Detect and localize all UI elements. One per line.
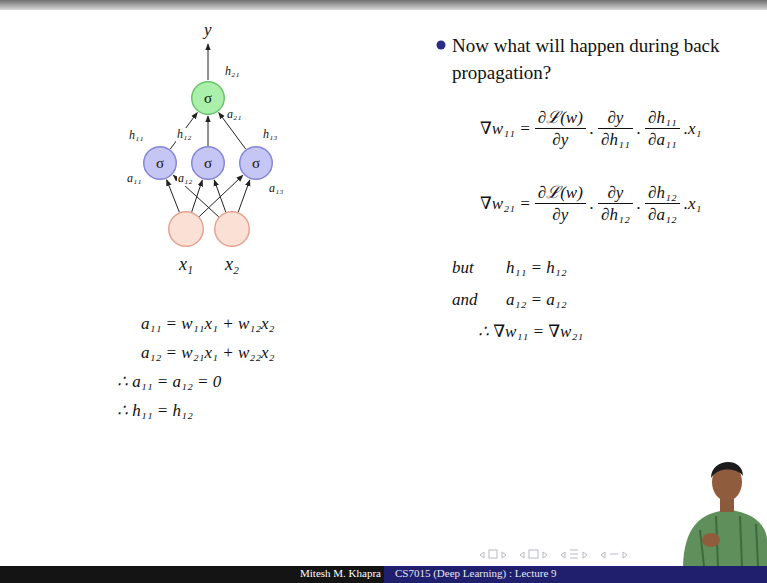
activation-name: h₂₁ bbox=[224, 65, 240, 79]
equation: ∴ a₁₁ = a₁₂ = 0 bbox=[117, 372, 221, 392]
activation-symbol: σ bbox=[156, 156, 164, 171]
weight-connection bbox=[208, 116, 209, 146]
neuron-outline bbox=[240, 147, 273, 180]
activation-name: h₁₂ bbox=[176, 128, 192, 142]
hidden-neuron: σ bbox=[191, 146, 225, 180]
preactivation-name: a₂₁ bbox=[226, 108, 242, 122]
footer-right bbox=[384, 566, 767, 583]
weight-connection bbox=[199, 175, 243, 216]
bullet bbox=[437, 41, 446, 50]
equation: ∴ h₁₁ = h₁₂ bbox=[117, 401, 193, 421]
fraction: ∂y∂h₁₁ bbox=[598, 108, 633, 149]
weight-connection bbox=[170, 113, 197, 150]
fraction-denominator: ∂y bbox=[535, 128, 586, 150]
neuron-circle bbox=[214, 211, 250, 247]
input-neuron: x₁ bbox=[168, 211, 204, 247]
footer-author: Mitesh M. Khapra bbox=[300, 567, 381, 580]
output-name: y bbox=[203, 20, 213, 40]
preactivation-name: a₁₃ bbox=[268, 182, 284, 196]
equation-term: . bbox=[588, 194, 596, 214]
input-neuron: x₂ bbox=[214, 211, 250, 247]
input-name: x₁ bbox=[179, 255, 193, 273]
equation-term: . bbox=[635, 119, 643, 139]
activation-symbol: σ bbox=[204, 91, 212, 106]
equation: a₁₂ = w₂₁x₁ + w₂₂x₂ bbox=[141, 343, 275, 363]
gradient-equation: ∇w₂₁ =∂ℒ(w)∂y.∂y∂h₁₂.∂h₁₂∂a₁₂.x₁ bbox=[478, 183, 704, 224]
neuron-outline bbox=[169, 212, 204, 247]
equation: a₁₁ = w₁₁x₁ + w₁₂x₂ bbox=[141, 314, 275, 334]
equation: h₁₁ = h₁₂ bbox=[506, 258, 567, 278]
preactivation-name: a₁₂ bbox=[177, 172, 193, 186]
gradient-equation: ∇w₁₁ =∂ℒ(w)∂y.∂y∂h₁₁.∂h₁₁∂a₁₁.x₁ bbox=[478, 108, 704, 149]
input-name: x₂ bbox=[225, 255, 239, 273]
fraction-denominator: ∂a₁₂ bbox=[645, 203, 680, 225]
nav-icons bbox=[480, 550, 627, 558]
fraction: ∂y∂h₁₂ bbox=[598, 183, 633, 224]
weight-connection bbox=[238, 180, 250, 212]
fraction-numerator: ∂y bbox=[598, 183, 633, 203]
equation-term: . bbox=[635, 194, 643, 214]
activation-symbol: σ bbox=[204, 156, 212, 171]
preactivation-name: a₁₁ bbox=[126, 172, 142, 186]
neuron-outline bbox=[192, 147, 225, 180]
neuron-outline bbox=[192, 82, 225, 115]
fraction-numerator: ∂y bbox=[598, 108, 633, 128]
equation: ∴ ∇w₁₁ = ∇w₂₁ bbox=[478, 322, 583, 342]
equation-term: .x₁ bbox=[682, 119, 704, 139]
presenter-video bbox=[683, 462, 767, 566]
fraction-denominator: ∂h₁₁ bbox=[598, 128, 633, 150]
top-bar bbox=[0, 0, 767, 10]
footer-title: CS7015 (Deep Learning) : Lecture 9 bbox=[395, 567, 557, 580]
fraction-numerator: ∂h₁₂ bbox=[645, 183, 680, 203]
output-arrow bbox=[208, 44, 209, 80]
fraction: ∂ℒ(w)∂y bbox=[535, 108, 586, 149]
fraction-denominator: ∂a₁₁ bbox=[645, 128, 680, 150]
fraction-numerator: ∂ℒ(w) bbox=[535, 108, 586, 128]
hidden-neuron: σ bbox=[239, 146, 273, 180]
fraction-numerator: ∂ℒ(w) bbox=[535, 183, 586, 203]
equation-term: ∇w₂₁ = bbox=[478, 194, 533, 214]
equation-term: . bbox=[588, 119, 596, 139]
fraction-denominator: ∂h₁₂ bbox=[598, 203, 633, 225]
output-neuron: σ bbox=[191, 81, 225, 115]
hidden-neuron: σ bbox=[143, 146, 177, 180]
fraction: ∂h₁₁∂a₁₁ bbox=[645, 108, 680, 149]
equation-term: .x₁ bbox=[682, 194, 704, 214]
neuron-outline bbox=[215, 212, 250, 247]
fraction: ∂ℒ(w)∂y bbox=[535, 183, 586, 224]
activation-symbol: σ bbox=[252, 156, 260, 171]
connective-word: but bbox=[452, 258, 474, 278]
bullet-text: Now what will happen during back propaga… bbox=[452, 32, 752, 86]
equation-term: ∇w₁₁ = bbox=[478, 119, 533, 139]
footer-left bbox=[0, 566, 384, 583]
equation: a₁₂ = a₁₂ bbox=[506, 290, 567, 310]
activation-name: h₁₃ bbox=[262, 128, 278, 142]
neuron-circle bbox=[168, 211, 204, 247]
fraction-denominator: ∂y bbox=[535, 203, 586, 225]
activation-name: h₁₁ bbox=[128, 129, 144, 143]
weight-connection bbox=[214, 180, 226, 212]
fraction-numerator: ∂h₁₁ bbox=[645, 108, 680, 128]
connective-word: and bbox=[452, 290, 478, 310]
neuron-outline bbox=[144, 147, 177, 180]
fraction: ∂h₁₂∂a₁₂ bbox=[645, 183, 680, 224]
